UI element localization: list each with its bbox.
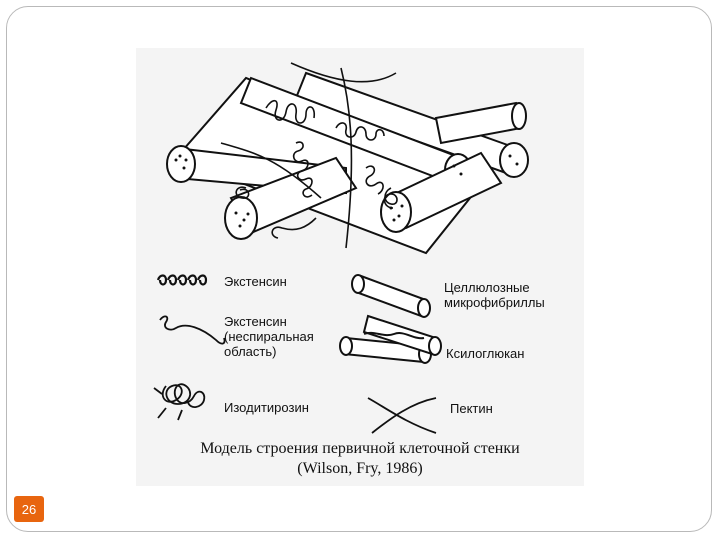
legend-symbol-isodityrosine (154, 384, 204, 420)
legend-symbol-pectin (368, 398, 436, 433)
figure-caption-title: Модель строения первичной клеточной стен… (136, 440, 584, 458)
legend-symbol-xyloglucan (340, 316, 441, 363)
figure-caption-source: (Wilson, Fry, 1986) (136, 460, 584, 478)
legend-label-extensin: Экстенсин (224, 274, 287, 289)
legend-symbol-extensin (158, 276, 206, 285)
legend-label-cellulose-microfibrils: Целлюлозные микрофибриллы (444, 280, 545, 310)
legend-label-isodityrosine: Изодитирозин (224, 400, 309, 415)
cell-wall-figure: Экстенсин Экстенсин (неспиральная област… (136, 48, 584, 486)
legend-label-extensin-nonhelical: Экстенсин (неспиральная область) (224, 314, 314, 359)
page-number-badge: 26 (14, 496, 44, 522)
legend-label-xyloglucan: Ксилоглюкан (446, 346, 524, 361)
legend-symbol-cellulose-microfibrils (352, 275, 430, 317)
cell-wall-model-diagram (136, 48, 584, 486)
legend-label-pectin: Пектин (450, 401, 493, 416)
legend-symbol-extensin-nonhelical (160, 316, 225, 343)
